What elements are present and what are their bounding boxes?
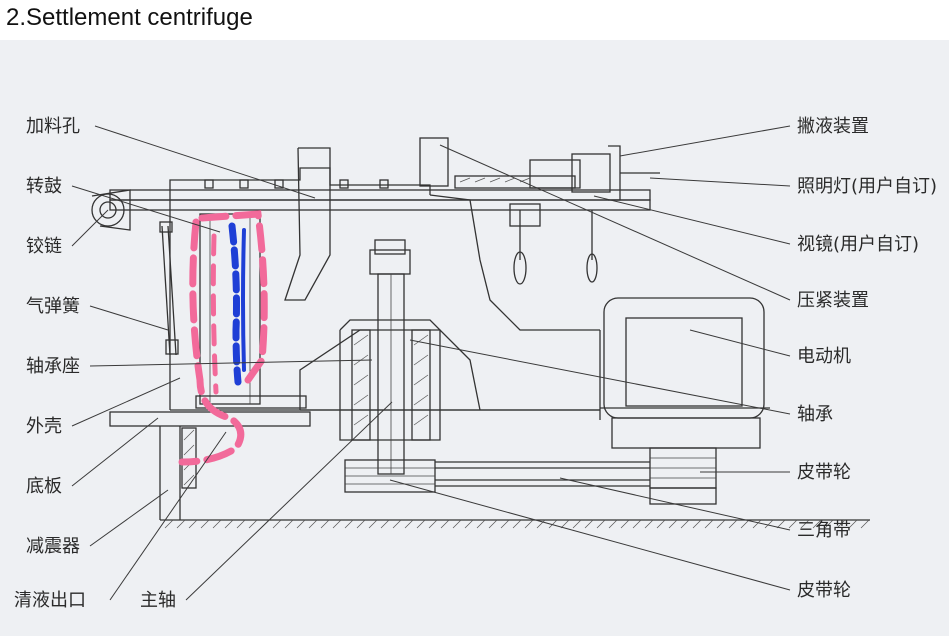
ground-hatch-line <box>332 519 342 529</box>
ground-hatch-line <box>464 519 474 529</box>
ground-hatch-line <box>704 519 714 529</box>
ground-hatch-line <box>836 519 846 529</box>
ground-hatch-line <box>848 519 858 529</box>
label-gas-spring: 气弹簧 <box>26 296 80 317</box>
label-base-plate: 底板 <box>26 476 62 497</box>
ground-hatch-line <box>164 519 174 529</box>
ground-hatch-line <box>380 519 390 529</box>
labels-right: 撇液装置 照明灯(用户自订) 视镜(用户自订) 压紧装置 电动机 轴承 皮带轮 … <box>797 116 937 601</box>
ground-hatch-line <box>536 519 546 529</box>
ground-hatch-line <box>524 519 534 529</box>
label-motor: 电动机 <box>797 346 851 367</box>
ground-hatch-line <box>272 519 282 529</box>
ground-hatch-line <box>632 519 642 529</box>
ground-hatch-line <box>728 519 738 529</box>
ground-hatch-line <box>824 519 834 529</box>
ground-hatch-line <box>440 519 450 529</box>
hinge <box>91 189 131 231</box>
ground-hatch-line <box>596 519 606 529</box>
ground-hatch-line <box>608 519 618 529</box>
labels-left: 加料孔 转鼓 铰链 气弹簧 轴承座 外壳 底板 减震器 清液出口 主轴 <box>14 116 176 611</box>
ground-hatch-line <box>500 519 510 529</box>
ground-hatch-line <box>656 519 666 529</box>
feed-chute <box>284 147 331 301</box>
ground-hatch-line <box>764 519 774 529</box>
main-shaft <box>377 273 405 475</box>
skimmer-device <box>419 137 660 201</box>
base-plate <box>109 411 311 520</box>
label-v-belt: 三角带 <box>797 520 851 541</box>
ground <box>160 519 870 529</box>
ground-hatch-line <box>248 519 258 529</box>
ground-hatch-line <box>452 519 462 529</box>
ground-hatch-line <box>800 519 810 529</box>
leader-lines-right <box>389 125 791 591</box>
ground-hatch-line <box>296 519 306 529</box>
ground-hatch-line <box>488 519 498 529</box>
lid-bar <box>109 189 651 211</box>
ground-hatch-line <box>692 519 702 529</box>
centrifuge-diagram: 加料孔 转鼓 铰链 气弹簧 轴承座 外壳 底板 减震器 清液出口 主轴 撇液装置… <box>0 40 949 636</box>
label-lighting-lamp: 照明灯(用户自订) <box>797 176 937 197</box>
ground-hatch-line <box>752 519 762 529</box>
ground-hatch-line <box>236 519 246 529</box>
v-belt <box>435 461 650 487</box>
motor <box>600 297 770 449</box>
ground-hatch-line <box>404 519 414 529</box>
ground-hatch-line <box>176 519 186 529</box>
ground-hatch-line <box>308 519 318 529</box>
ground-hatch-line <box>860 519 870 529</box>
ground-hatch-line <box>392 519 402 529</box>
ground-hatch-line <box>812 519 822 529</box>
page-title: 2.Settlement centrifuge <box>6 4 253 31</box>
ground-hatch-line <box>776 519 786 529</box>
ground-hatch-line <box>200 519 210 529</box>
ground-hatch-line <box>320 519 330 529</box>
ground-hatch-line <box>512 519 522 529</box>
label-belt-pulley-lower: 皮带轮 <box>797 580 851 601</box>
ground-hatch-line <box>356 519 366 529</box>
ground-hatch-line <box>188 519 198 529</box>
label-sight-glass: 视镜(用户自订) <box>797 234 919 255</box>
label-bearing: 轴承 <box>797 404 833 425</box>
ground-hatch-line <box>368 519 378 529</box>
clamping-device <box>509 203 598 285</box>
label-clamping-device: 压紧装置 <box>797 290 869 311</box>
ground-hatch-line <box>740 519 750 529</box>
label-outer-casing: 外壳 <box>26 416 62 437</box>
motor-pulley <box>649 447 717 505</box>
label-feed-hole: 加料孔 <box>26 116 80 137</box>
ground-hatch-line <box>680 519 690 529</box>
blue-annotation <box>228 222 246 386</box>
outer-casing <box>169 167 601 420</box>
ground-hatch-line <box>572 519 582 529</box>
ground-hatch-line <box>428 519 438 529</box>
ground-hatch-line <box>548 519 558 529</box>
label-skimmer: 撇液装置 <box>797 116 869 137</box>
leader-lines-left <box>71 125 393 601</box>
ground-hatch-line <box>416 519 426 529</box>
ground-hatch-line <box>620 519 630 529</box>
ground-hatch-line <box>284 519 294 529</box>
label-clear-liquid-outlet: 清液出口 <box>14 590 86 611</box>
label-belt-pulley-upper: 皮带轮 <box>797 462 851 483</box>
gas-spring <box>159 221 179 356</box>
label-hinge: 铰链 <box>26 236 62 257</box>
shaft-pulley <box>344 459 436 493</box>
ground-hatch-line <box>476 519 486 529</box>
ground-hatch-line <box>584 519 594 529</box>
ground-hatch-line <box>224 519 234 529</box>
ground-hatch-line <box>716 519 726 529</box>
ground-hatch-line <box>560 519 570 529</box>
label-main-shaft: 主轴 <box>140 590 176 611</box>
label-bearing-housing: 轴承座 <box>26 356 80 377</box>
ground-hatch-line <box>668 519 678 529</box>
label-shock-absorber: 减震器 <box>26 536 80 557</box>
ground-hatch-line <box>644 519 654 529</box>
label-drum: 转鼓 <box>26 176 62 197</box>
ground-hatch-line <box>344 519 354 529</box>
ground-hatch-line <box>212 519 222 529</box>
pink-annotation <box>178 210 268 466</box>
ground-hatch-line <box>788 519 798 529</box>
